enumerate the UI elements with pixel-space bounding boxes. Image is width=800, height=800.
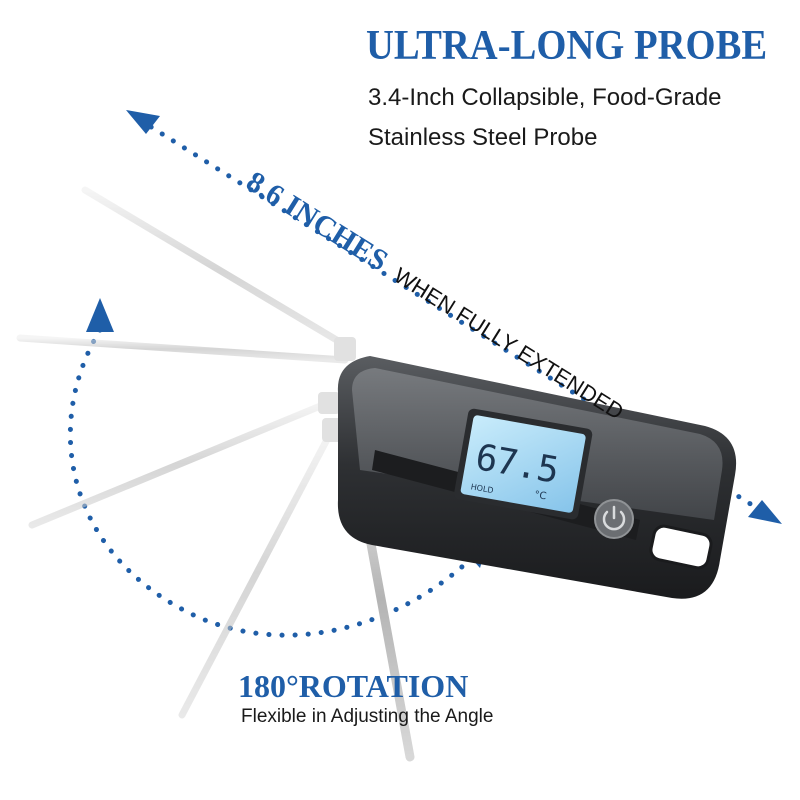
hold-indicator: HOLD xyxy=(470,482,495,496)
headline-title: ULTRA-LONG PROBE xyxy=(366,23,768,69)
headline-subtitle-line2: Stainless Steel Probe xyxy=(368,124,598,151)
rotation-title: 180°ROTATION xyxy=(238,668,469,704)
temperature-unit: °C xyxy=(533,489,548,503)
lcd-screen xyxy=(454,408,593,520)
ghost-probes xyxy=(16,186,356,719)
power-button xyxy=(594,499,634,539)
headline-subtitle-line1: 3.4-Inch Collapsible, Food-Grade xyxy=(368,84,722,111)
rotation-subtitle: Flexible in Adjusting the Angle xyxy=(241,706,494,727)
